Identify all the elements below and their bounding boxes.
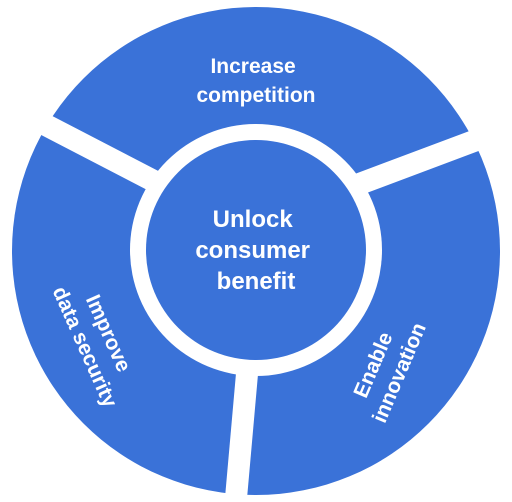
center-line-3: benefit [217, 268, 296, 295]
center-disc [146, 140, 366, 360]
center-line-1: Unlock [213, 206, 294, 233]
segment-top-line-2: competition [197, 84, 316, 107]
segment-label-increase-competition: Increase competition [197, 55, 316, 107]
segment-top-line-1: Increase [210, 55, 295, 78]
center-line-2: consumer [195, 237, 310, 264]
center-label: Unlock consumer benefit [195, 206, 316, 295]
